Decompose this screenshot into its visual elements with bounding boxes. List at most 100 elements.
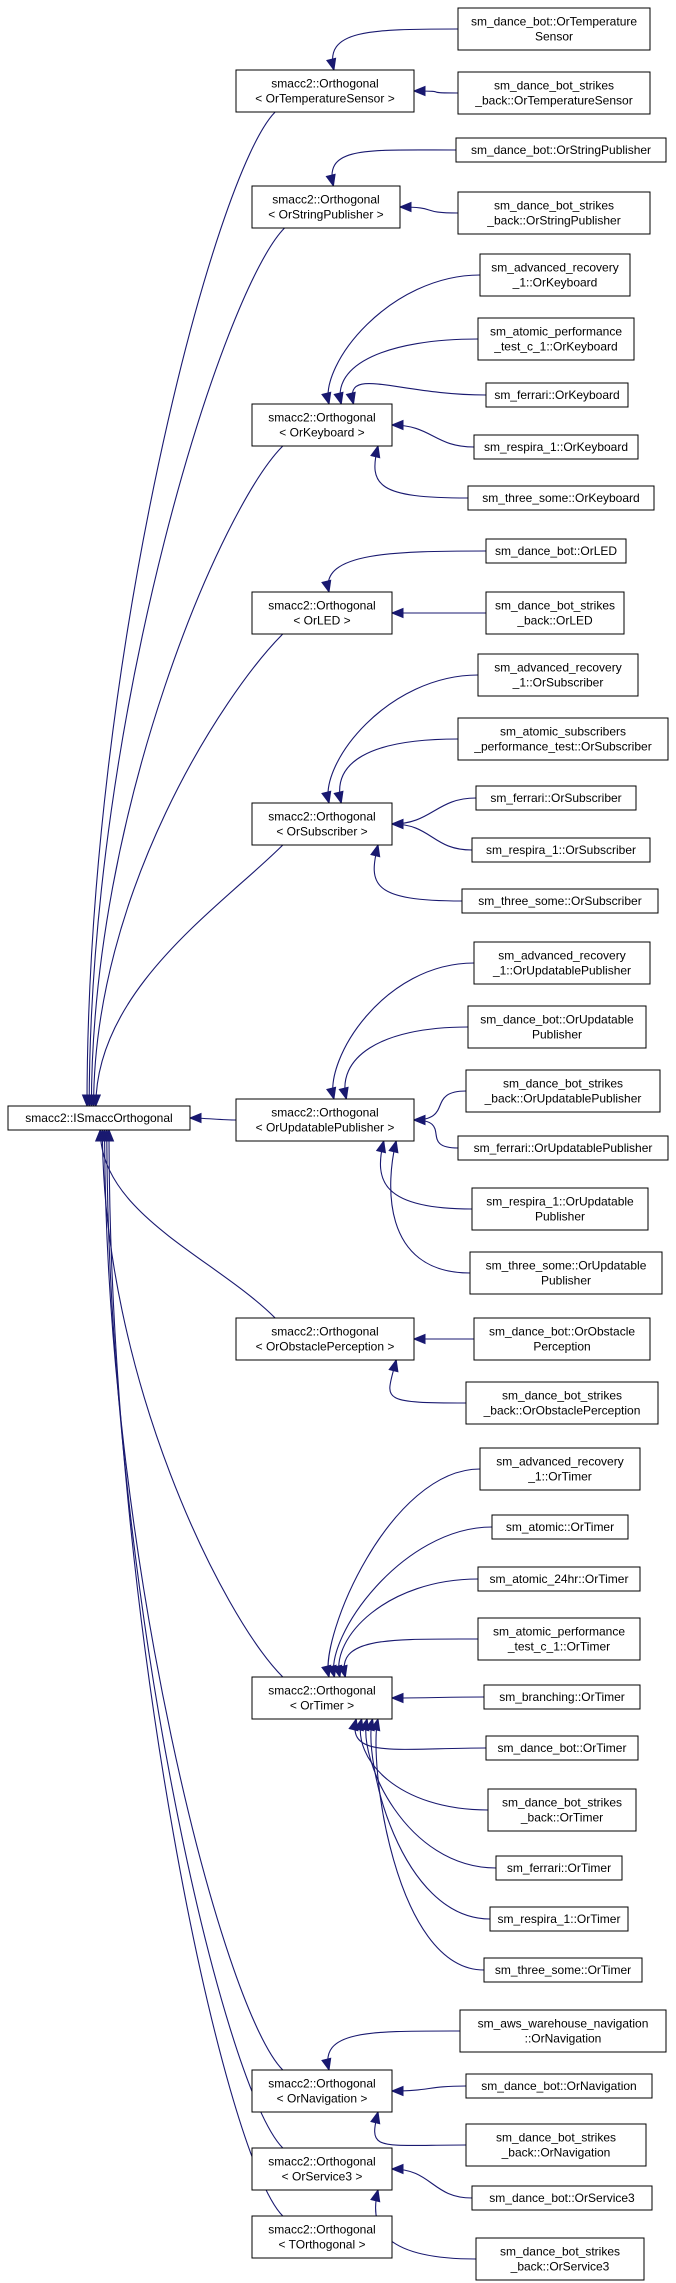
inheritance-edge — [354, 1718, 487, 1750]
class-name-line: smacc2::Orthogonal — [268, 1684, 375, 1698]
class-box — [483, 1957, 643, 1983]
arrowhead — [388, 1139, 399, 1154]
derived-class-node[interactable]: sm_advanced_recovery_1::OrKeyboard — [479, 253, 631, 297]
class-name-line: sm_atomic_subscribers — [500, 725, 626, 739]
inheritance-edge — [327, 274, 481, 405]
inheritance-edge — [374, 445, 469, 499]
inheritance-edge — [391, 2168, 473, 2199]
class-box — [475, 785, 637, 811]
derived-class-node[interactable]: sm_advanced_recovery_1::OrUpdatablePubli… — [473, 941, 651, 985]
derived-class-node[interactable]: sm_dance_bot_strikes_back::OrNavigation — [465, 2123, 647, 2167]
root-class-node[interactable]: smacc2::ISmaccOrthogonal — [7, 1105, 191, 1131]
inheritance-edge — [391, 823, 473, 851]
class-name-line: smacc2::Orthogonal — [271, 1106, 378, 1120]
derived-class-node[interactable]: sm_dance_bot_strikes_back::OrStringPubli… — [457, 191, 651, 235]
derived-class-node[interactable]: sm_three_some::OrKeyboard — [467, 485, 655, 511]
inheritance-edge — [327, 1468, 481, 1678]
derived-class-node[interactable]: sm_advanced_recovery_1::OrSubscriber — [477, 653, 639, 697]
derived-class-node[interactable]: sm_dance_bot_strikes_back::OrObstaclePer… — [465, 1381, 659, 1425]
derived-class-node[interactable]: sm_three_some::OrTimer — [483, 1957, 643, 1983]
derived-class-node[interactable]: sm_respira_1::OrUpdatablePublisher — [471, 1187, 649, 1231]
orthogonal-class-node[interactable]: smacc2::Orthogonal< OrStringPublisher > — [251, 185, 401, 229]
derived-class-node[interactable]: sm_dance_bot::OrLED — [485, 538, 627, 564]
class-name-line: < OrTimer > — [290, 1699, 354, 1713]
derived-class-node[interactable]: sm_dance_bot_strikes_back::OrService3 — [475, 2237, 645, 2281]
arrowhead — [333, 391, 344, 406]
orthogonal-class-node[interactable]: smacc2::Orthogonal< OrSubscriber > — [251, 802, 393, 846]
derived-class-node[interactable]: sm_dance_bot::OrTemperatureSensor — [457, 7, 651, 51]
class-box — [483, 1684, 641, 1710]
derived-class-node[interactable]: sm_ferrari::OrSubscriber — [475, 785, 637, 811]
derived-class-node[interactable]: sm_atomic_24hr::OrTimer — [477, 1566, 641, 1592]
inheritance-edge — [331, 149, 457, 187]
derived-class-node[interactable]: sm_aws_warehouse_navigation::OrNavigatio… — [459, 2009, 667, 2053]
class-name-line: Publisher — [541, 1274, 591, 1288]
orthogonal-class-node[interactable]: smacc2::Orthogonal< OrNavigation > — [251, 2069, 393, 2113]
derived-class-node[interactable]: sm_dance_bot::OrTimer — [485, 1735, 639, 1761]
class-box — [457, 717, 669, 761]
class-name-line: sm_ferrari::OrKeyboard — [494, 388, 619, 402]
class-box — [251, 185, 401, 229]
arrowhead — [321, 391, 332, 406]
inheritance-edge — [108, 1129, 284, 2217]
class-box — [457, 71, 651, 115]
class-box — [467, 1005, 647, 1049]
derived-class-node[interactable]: sm_atomic_subscribers_performance_test::… — [457, 717, 669, 761]
orthogonal-class-node[interactable]: smacc2::Orthogonal< OrUpdatablePublisher… — [235, 1098, 415, 1142]
class-name-line: sm_three_some::OrSubscriber — [478, 894, 641, 908]
class-name-line: sm_branching::OrTimer — [499, 1690, 625, 1704]
derived-class-node[interactable]: sm_respira_1::OrKeyboard — [473, 434, 639, 460]
inheritance-edge — [391, 1696, 485, 1699]
orthogonal-class-node[interactable]: smacc2::Orthogonal< OrLED > — [251, 591, 393, 635]
class-box — [473, 1317, 651, 1361]
orthogonal-class-node[interactable]: smacc2::Orthogonal< OrTimer > — [251, 1676, 393, 1720]
inheritance-edge — [332, 962, 475, 1100]
arrowhead — [337, 1664, 348, 1679]
class-name-line: sm_dance_bot_strikes — [494, 199, 614, 213]
derived-class-node[interactable]: sm_dance_bot::OrStringPublisher — [455, 137, 667, 163]
arrowhead — [390, 2163, 404, 2175]
class-name-line: < OrUpdatablePublisher > — [256, 1121, 395, 1135]
orthogonal-class-node[interactable]: smacc2::Orthogonal< OrTemperatureSensor … — [235, 69, 415, 113]
class-box — [489, 1906, 629, 1932]
class-name-line: sm_ferrari::OrTimer — [507, 1861, 611, 1875]
derived-class-node[interactable]: sm_dance_bot_strikes_back::OrLED — [485, 591, 625, 635]
arrowhead — [412, 85, 426, 97]
orthogonal-class-node[interactable]: smacc2::Orthogonal< OrObstaclePerception… — [235, 1317, 415, 1361]
derived-class-node[interactable]: sm_dance_bot::OrNavigation — [465, 2073, 653, 2099]
derived-class-node[interactable]: sm_atomic::OrTimer — [491, 1514, 629, 1540]
derived-class-node[interactable]: sm_respira_1::OrTimer — [489, 1906, 629, 1932]
class-box — [487, 1788, 637, 1832]
derived-class-node[interactable]: sm_advanced_recovery_1::OrTimer — [479, 1447, 641, 1491]
inheritance-edge — [375, 1718, 485, 1971]
derived-class-node[interactable]: sm_dance_bot_strikes_back::OrTemperature… — [457, 71, 651, 115]
arrowhead — [188, 1112, 202, 1124]
derived-class-node[interactable]: sm_three_some::OrUpdatablePublisher — [469, 1251, 663, 1295]
derived-class-node[interactable]: sm_dance_bot_strikes_back::OrUpdatablePu… — [465, 1069, 661, 1113]
derived-class-node[interactable]: sm_three_some::OrSubscriber — [461, 888, 659, 914]
orthogonal-class-node[interactable]: smacc2::Orthogonal< TOrthogonal > — [251, 2215, 393, 2259]
arrowhead — [390, 818, 404, 830]
arrowhead — [390, 1692, 404, 1704]
derived-class-node[interactable]: sm_dance_bot_strikes_back::OrTimer — [487, 1788, 637, 1832]
class-name-line: sm_advanced_recovery — [491, 261, 618, 275]
derived-class-node[interactable]: sm_branching::OrTimer — [483, 1684, 641, 1710]
derived-class-node[interactable]: sm_dance_bot::OrService3 — [471, 2185, 653, 2211]
derived-class-node[interactable]: sm_atomic_performance_test_c_1::OrKeyboa… — [477, 317, 635, 361]
derived-class-node[interactable]: sm_dance_bot::OrObstaclePerception — [473, 1317, 651, 1361]
class-name-line: _1::OrTimer — [527, 1470, 592, 1484]
derived-class-node[interactable]: sm_ferrari::OrUpdatablePublisher — [457, 1135, 669, 1161]
derived-class-node[interactable]: sm_dance_bot::OrUpdatablePublisher — [467, 1005, 647, 1049]
class-name-line: < OrObstaclePerception > — [256, 1340, 395, 1354]
orthogonal-class-node[interactable]: smacc2::Orthogonal< OrService3 > — [251, 2147, 393, 2191]
derived-class-node[interactable]: sm_atomic_performance_test_c_1::OrTimer — [477, 1617, 641, 1661]
arrowhead — [370, 843, 381, 858]
class-name-line: Publisher — [532, 1028, 582, 1042]
derived-class-node[interactable]: sm_ferrari::OrKeyboard — [485, 382, 629, 408]
inheritance-edge — [99, 1129, 276, 1319]
orthogonal-class-node[interactable]: smacc2::Orthogonal< OrKeyboard > — [251, 403, 393, 447]
class-box — [469, 1251, 663, 1295]
derived-class-node[interactable]: sm_respira_1::OrSubscriber — [471, 837, 651, 863]
class-box — [459, 2009, 667, 2053]
derived-class-node[interactable]: sm_ferrari::OrTimer — [495, 1855, 623, 1881]
